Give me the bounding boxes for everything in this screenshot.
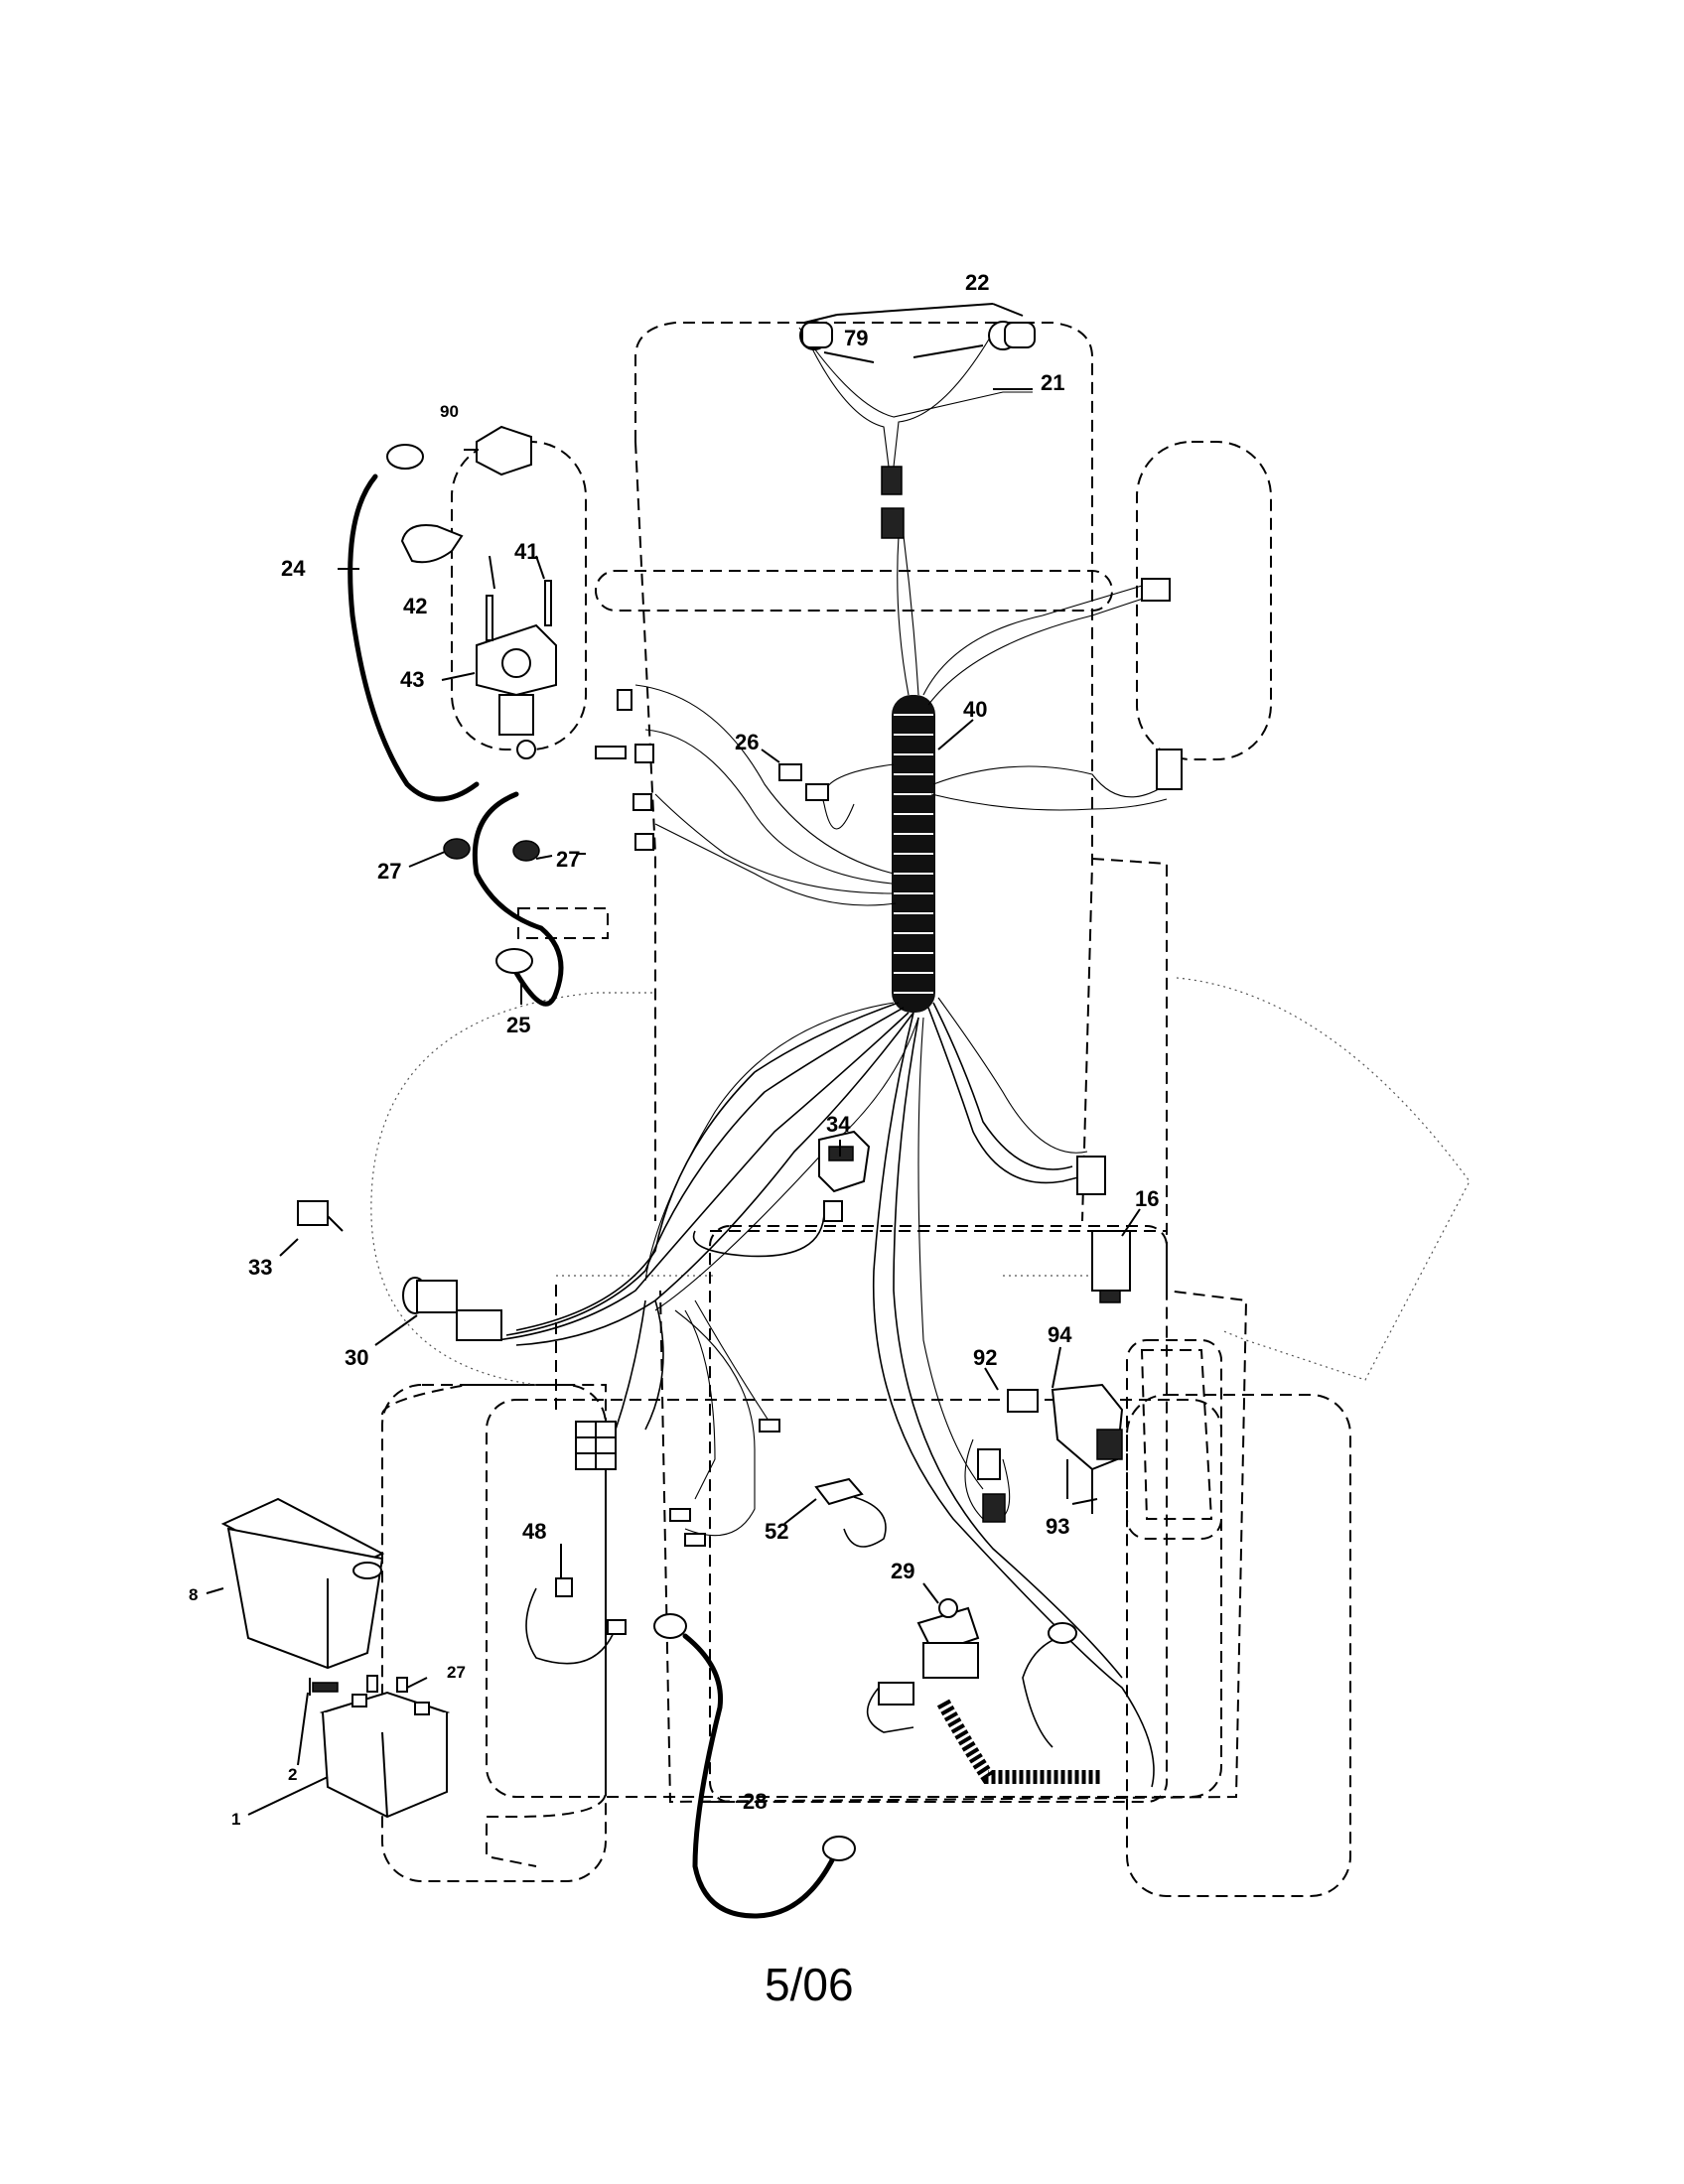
tractor-outline <box>381 322 1351 1897</box>
callout-1: 1 <box>231 1810 240 1829</box>
callout-8: 8 <box>189 1585 198 1604</box>
headlight-left <box>799 321 833 350</box>
seat-plate <box>1140 1349 1213 1520</box>
callout-28: 28 <box>743 1789 767 1814</box>
callout-41: 41 <box>514 539 538 564</box>
harness-connector-block <box>575 1421 617 1470</box>
callout-27b: 27 <box>556 847 580 872</box>
callout-90: 90 <box>440 402 459 421</box>
nut-27-battery <box>366 1675 408 1693</box>
part-52-fuse-holder <box>814 1477 887 1548</box>
callout-2: 2 <box>288 1765 297 1784</box>
part-29-pto-switch <box>866 1598 980 1733</box>
page-footer-date: 5/06 <box>765 1959 854 2010</box>
callout-16: 16 <box>1135 1186 1159 1211</box>
battery-box-8 <box>220 1497 385 1670</box>
nut-27-right <box>512 840 540 862</box>
callout-48: 48 <box>522 1519 546 1544</box>
callout-29: 29 <box>891 1559 914 1583</box>
bolt-2 <box>309 1678 339 1696</box>
ground-cable-28 <box>653 1613 856 1919</box>
ignition-switch-30 <box>402 1277 502 1341</box>
part-92-connector <box>977 1389 1039 1523</box>
nut-27-left <box>443 838 471 860</box>
battery-1 <box>319 1691 451 1819</box>
part-94-seat-switch <box>1051 1383 1124 1514</box>
callout-52: 52 <box>765 1519 788 1544</box>
headlight-right <box>988 321 1036 350</box>
callout-94: 94 <box>1048 1322 1072 1347</box>
mower-deck-outline <box>370 977 1471 1386</box>
connector-right-front <box>1141 578 1183 790</box>
callout-leaders <box>206 303 1141 1816</box>
part-48-lead <box>525 1577 627 1665</box>
part-42-boot <box>400 524 464 564</box>
switch-34 <box>818 1130 871 1222</box>
callout-25: 25 <box>506 1013 530 1037</box>
callout-43: 43 <box>400 667 424 692</box>
connector-34-right <box>1076 1156 1106 1195</box>
callout-21: 21 <box>1041 370 1064 395</box>
callout-27c: 27 <box>447 1663 466 1682</box>
callout-93: 93 <box>1046 1514 1069 1539</box>
coil-cord <box>936 1699 1102 1784</box>
battery-cable-24 <box>348 444 480 802</box>
callout-40: 40 <box>963 697 987 722</box>
callout-labels: 22 79 21 90 24 42 41 43 40 26 27 27 25 3… <box>189 270 1159 1829</box>
battery-cable-25 <box>472 791 564 1007</box>
callout-34: 34 <box>826 1112 851 1137</box>
callout-27a: 27 <box>377 859 401 884</box>
wire-harness <box>495 327 1168 1788</box>
wire-terminals <box>669 1419 780 1547</box>
callout-26: 26 <box>735 730 759 754</box>
callout-22: 22 <box>965 270 989 295</box>
connector-clips-left <box>595 689 654 851</box>
callout-30: 30 <box>345 1345 368 1370</box>
harness-conduit <box>892 695 935 1013</box>
headlight-connector <box>881 466 905 539</box>
part-90-switch <box>464 425 532 477</box>
solenoid-43 <box>476 580 557 759</box>
callout-42: 42 <box>403 594 427 618</box>
switch-16 <box>1091 1230 1131 1303</box>
callout-24: 24 <box>281 556 306 581</box>
callout-79: 79 <box>844 326 868 350</box>
ground-lead-29 <box>1022 1622 1077 1748</box>
part-33-diode <box>297 1200 344 1232</box>
part-26-fuse <box>778 763 829 801</box>
callout-92: 92 <box>973 1345 997 1370</box>
callout-33: 33 <box>248 1255 272 1280</box>
